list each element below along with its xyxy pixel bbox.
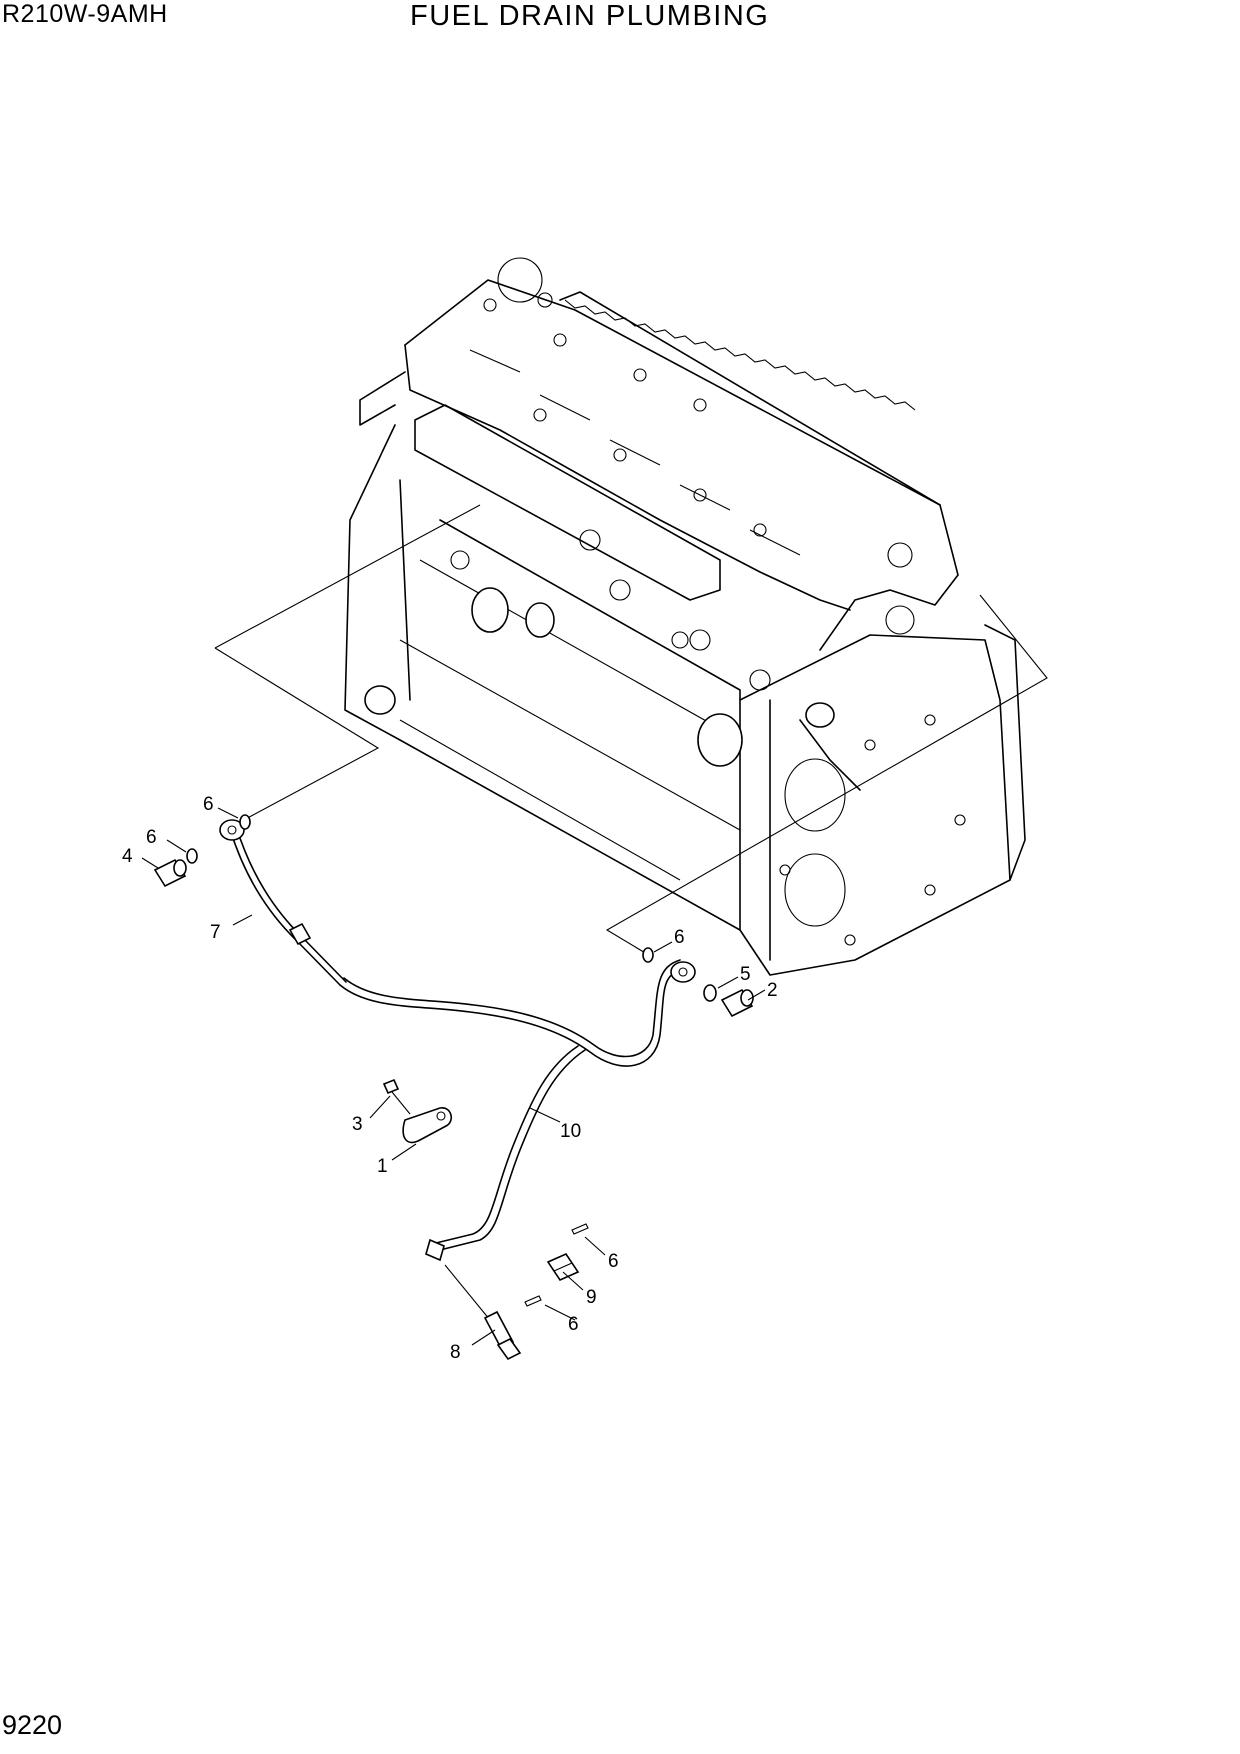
callout-7: 7 xyxy=(210,922,221,943)
part-6-washer-right xyxy=(642,947,654,963)
part-3-bolt xyxy=(382,1078,411,1115)
page-title: FUEL DRAIN PLUMBING xyxy=(410,0,770,32)
part-9-fitting xyxy=(546,1252,580,1282)
callout-9: 9 xyxy=(586,1287,597,1308)
callout-6: 6 xyxy=(146,827,157,848)
part-5-washer xyxy=(703,984,717,1002)
callout-3: 3 xyxy=(352,1114,363,1135)
callout-6: 6 xyxy=(568,1314,579,1335)
part-6-washer-left-a xyxy=(186,848,198,864)
callout-2: 2 xyxy=(767,980,778,1001)
part-4-banjo-bolt xyxy=(153,858,187,888)
callout-leaders xyxy=(141,807,766,1346)
model-code: R210W-9AMH xyxy=(2,0,168,28)
callout-6: 6 xyxy=(674,927,685,948)
part-10-drain-tube xyxy=(339,959,696,1262)
engine-block xyxy=(344,257,1026,976)
part-6-oring-lower-a xyxy=(571,1223,589,1235)
callout-4: 4 xyxy=(122,846,133,867)
part-2-banjo-bolt xyxy=(720,988,754,1018)
part-1-clamp xyxy=(402,1107,453,1144)
callout-10: 10 xyxy=(560,1121,581,1142)
part-6-oring-lower-b xyxy=(524,1295,542,1307)
callout-8: 8 xyxy=(450,1342,461,1363)
part-8-connector xyxy=(444,1264,522,1361)
part-7-drain-tube xyxy=(219,819,347,986)
callout-6: 6 xyxy=(203,794,214,815)
callout-5: 5 xyxy=(740,964,751,985)
reference-plane xyxy=(214,504,1048,958)
page-number: 9220 xyxy=(2,1710,63,1740)
callout-1: 1 xyxy=(377,1156,388,1177)
part-6-washer-left-b xyxy=(239,814,251,830)
callout-6: 6 xyxy=(608,1251,619,1272)
